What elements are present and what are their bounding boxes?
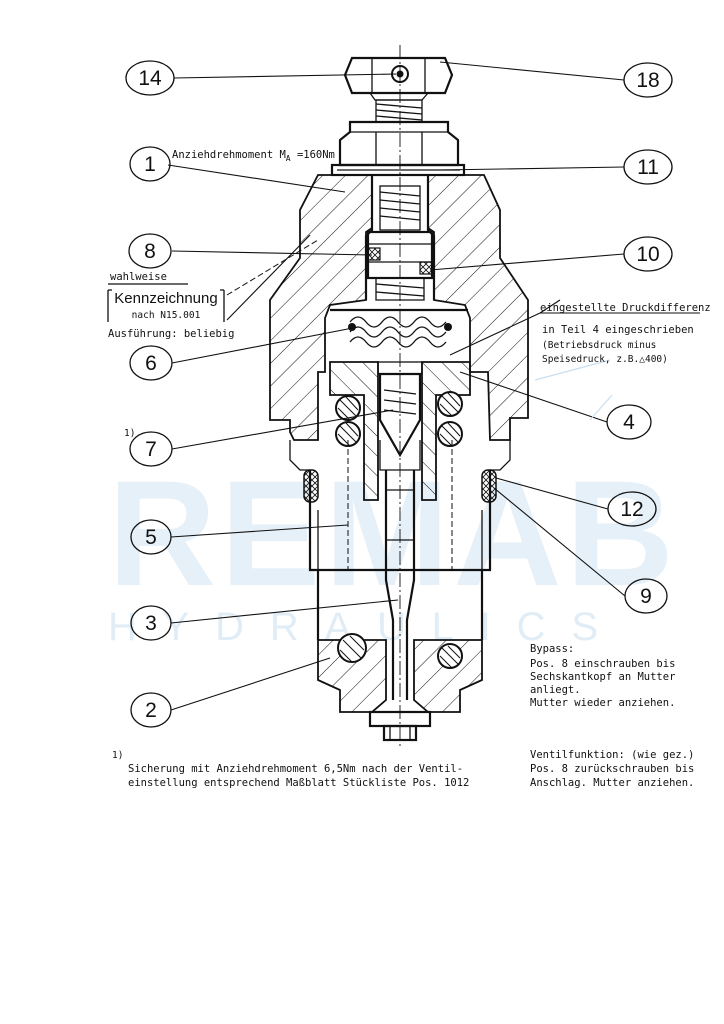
callout-4: 4 <box>606 404 652 440</box>
callout-3-label: 3 <box>145 612 157 635</box>
callout-2: 2 <box>130 692 172 728</box>
valve-function-line1: Ventilfunktion: (wie gez.) <box>530 749 694 761</box>
delta-triangle-icon: △ <box>639 354 645 365</box>
callouts: 14 18 1 11 8 10 6 4 <box>125 60 673 728</box>
cap-2 <box>317 639 387 713</box>
callout-4-label: 4 <box>623 411 635 434</box>
hex-nut-top <box>343 56 454 101</box>
callout-9: 9 <box>624 578 668 614</box>
bypass-title: Bypass: <box>530 643 574 655</box>
torque-prefix: Anziehdrehmoment M <box>172 149 286 161</box>
callout-18-label: 18 <box>636 69 659 92</box>
footnote-marker-at-7: 1) <box>124 428 135 439</box>
callout-7-label: 7 <box>145 438 157 461</box>
pressure-title: eingestellte Druckdifferenz <box>540 302 711 314</box>
callout-12-label: 12 <box>620 498 643 521</box>
footnote-line2: einstellung entsprechend Maßblatt Stückl… <box>128 777 469 789</box>
bypass-note: Bypass: Pos. 8 einschrauben bis Sechskan… <box>530 643 675 709</box>
callout-6-label: 6 <box>145 352 157 375</box>
callout-14: 14 <box>125 60 175 96</box>
seal-12 <box>481 469 497 503</box>
callout-12: 12 <box>607 491 657 527</box>
callout-11: 11 <box>623 149 673 185</box>
valve-body <box>269 56 529 742</box>
pressure-line3: Speisedruck, z.B. <box>542 354 639 365</box>
valve-function-line3: Anschlag. Mutter anziehen. <box>530 777 694 789</box>
pressure-line2: (Betriebsdruck minus <box>542 340 656 351</box>
torque-subscript: A <box>286 154 291 163</box>
callout-18: 18 <box>623 62 673 98</box>
callout-6: 6 <box>129 345 173 381</box>
callout-8-label: 8 <box>144 240 156 263</box>
pressure-line1: in Teil 4 eingeschrieben <box>542 324 694 336</box>
callout-14-label: 14 <box>138 67 162 90</box>
callout-10: 10 <box>623 236 673 272</box>
o-rings <box>335 391 463 447</box>
callout-3: 3 <box>130 605 172 641</box>
footnote: 1) Sicherung mit Anziehdrehmoment 6,5Nm … <box>112 750 469 789</box>
seal-left <box>303 469 319 503</box>
callout-10-label: 10 <box>636 243 659 266</box>
marking-label: Kennzeichnung <box>114 290 217 307</box>
adjust-screw <box>338 99 460 167</box>
leader-lines <box>167 61 700 711</box>
pressure-value: 400) <box>645 354 668 365</box>
valve-function-note: Ventilfunktion: (wie gez.) Pos. 8 zurück… <box>530 749 694 789</box>
optional-label: wahlweise <box>110 271 167 283</box>
callout-9-label: 9 <box>640 585 652 608</box>
callout-1: 1 <box>129 146 171 182</box>
pressure-note: eingestellte Druckdifferenz in Teil 4 ei… <box>540 302 711 365</box>
torque-value: =160Nm <box>291 149 335 161</box>
torque-label: Anziehdrehmoment MA =160Nm <box>172 149 335 163</box>
valve-function-line2: Pos. 8 zurückschrauben bis <box>530 763 694 775</box>
callout-11-label: 11 <box>637 156 659 179</box>
callout-2-label: 2 <box>145 699 157 722</box>
callout-5-label: 5 <box>145 526 157 549</box>
optional-marking-note: wahlweise Kennzeichnung nach N15.001 Aus… <box>107 271 234 340</box>
bypass-line2: Sechskantkopf an Mutter <box>530 671 675 683</box>
marking-ref: nach N15.001 <box>132 310 201 321</box>
watermark-main: REMAB <box>108 449 678 617</box>
bypass-line3: anliegt. <box>530 684 581 696</box>
bypass-line1: Pos. 8 einschrauben bis <box>530 658 675 670</box>
callout-1-label: 1 <box>144 153 156 176</box>
callout-5: 5 <box>130 519 172 555</box>
footnote-line1: Sicherung mit Anziehdrehmoment 6,5Nm nac… <box>128 763 463 775</box>
callout-7: 7 <box>129 431 173 467</box>
callout-8: 8 <box>128 233 172 269</box>
footnote-marker: 1) <box>112 750 123 761</box>
bypass-line4: Mutter wieder anziehen. <box>530 697 675 709</box>
svg-text:Anziehdrehmoment MA =160Nm: Anziehdrehmoment MA =160Nm <box>172 149 335 163</box>
spring-6 <box>330 308 468 348</box>
version-label: Ausführung: beliebig <box>108 328 234 340</box>
svg-text:Speisedruck, z.B.△400): Speisedruck, z.B.△400) <box>542 354 668 365</box>
